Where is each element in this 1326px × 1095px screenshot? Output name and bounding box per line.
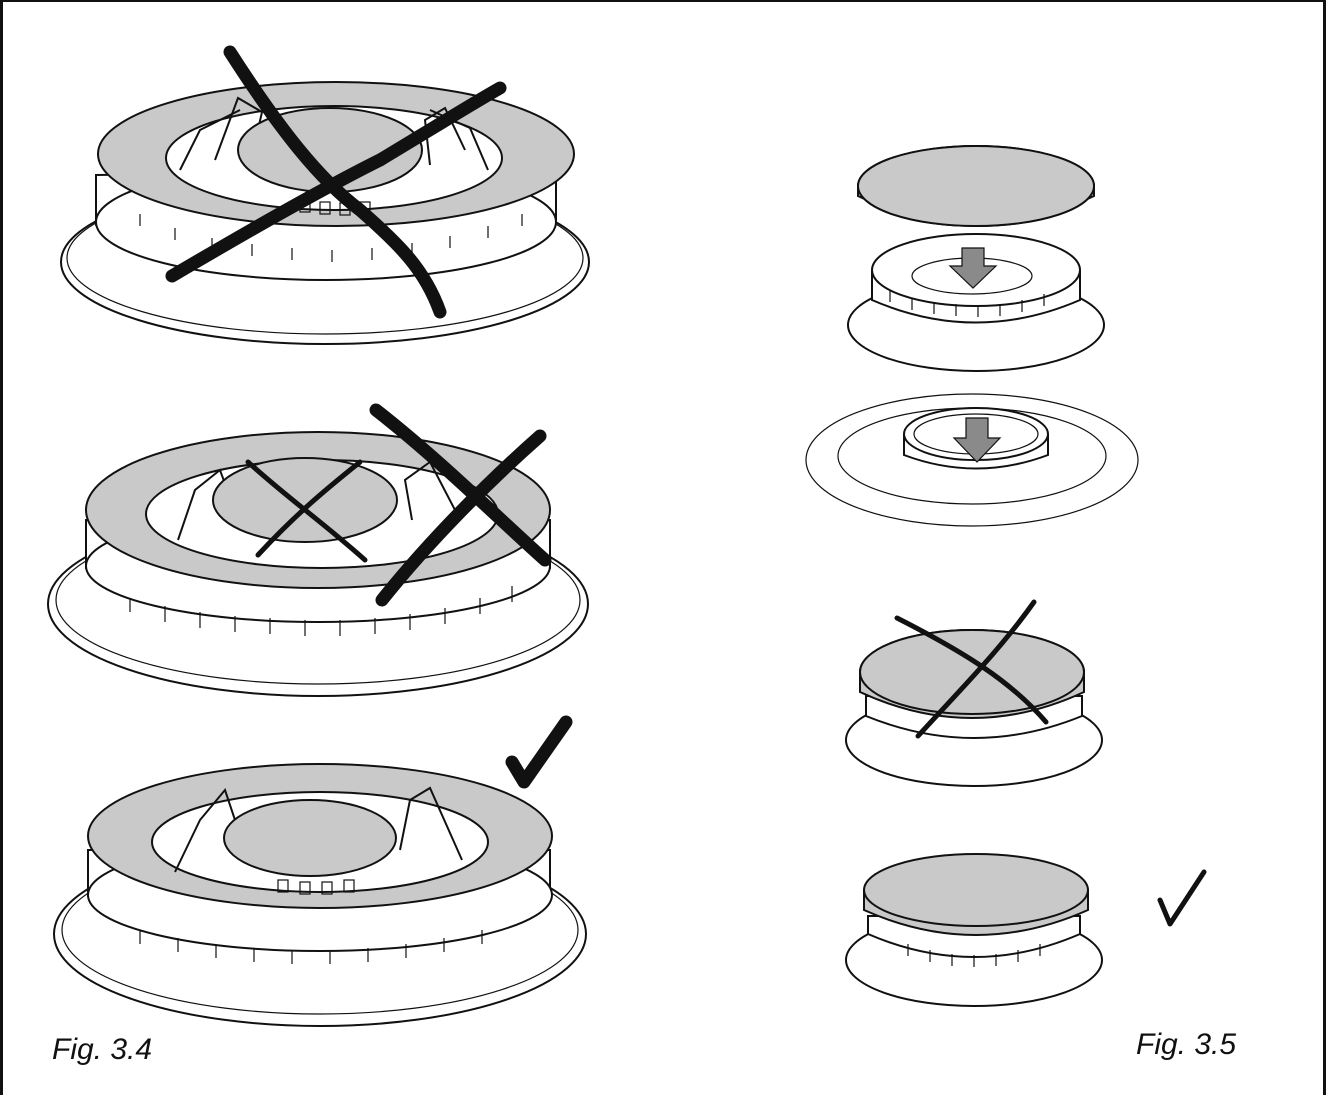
figure-caption: Fig. 3.4 xyxy=(52,1033,153,1066)
small-burner-wrong xyxy=(845,629,1103,787)
flame-spreader xyxy=(847,233,1105,372)
burner-cap-floating xyxy=(857,145,1095,227)
check-mark-icon xyxy=(1157,869,1207,927)
arrow-down-icon xyxy=(952,417,1002,463)
cross-mark-icon xyxy=(894,599,1049,739)
cross-mark-icon xyxy=(245,403,552,607)
burner-ring-correct xyxy=(53,763,587,1027)
check-mark-icon xyxy=(505,715,573,789)
arrow-down-icon xyxy=(948,247,998,289)
small-burner-correct xyxy=(845,853,1103,1007)
cross-mark-icon xyxy=(165,45,507,319)
burner-ring-wrong-tilted xyxy=(60,81,590,345)
figure-caption: Fig. 3.5 xyxy=(1136,1028,1237,1061)
burner-base xyxy=(805,393,1139,527)
